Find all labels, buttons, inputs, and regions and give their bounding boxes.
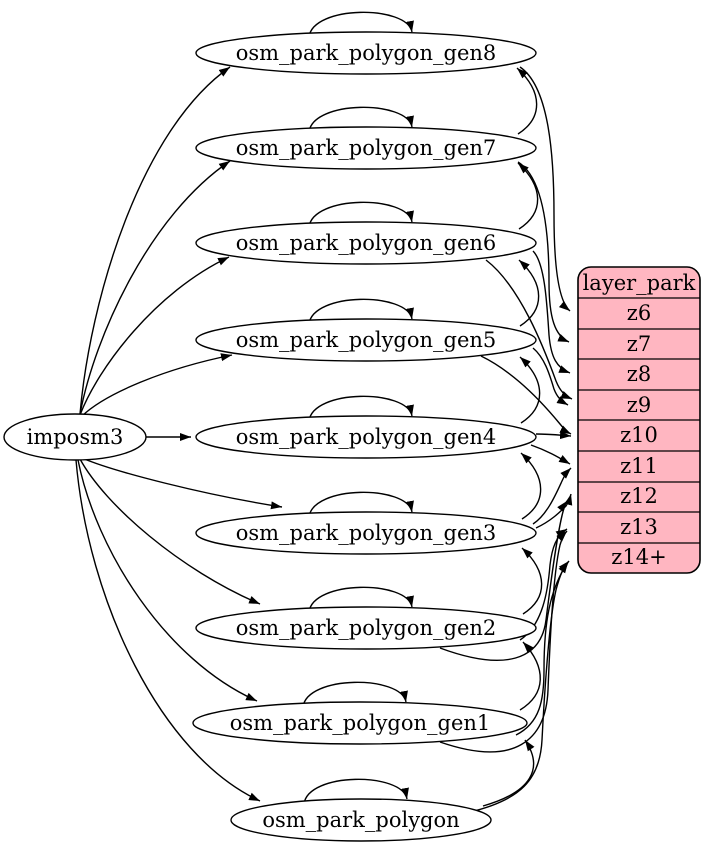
edge-imposm3-to-gen5: [81, 353, 233, 417]
edge-imposm3-to-gen2: [79, 458, 261, 605]
layer-row-z10: z10: [620, 423, 658, 447]
table-label: osm_park_polygon_gen7: [236, 136, 497, 160]
table-node-polygon: osm_park_polygon: [230, 798, 492, 842]
table-label: osm_park_polygon_gen4: [236, 425, 497, 449]
table-ellipse: [195, 318, 537, 362]
chain-gen4-to-gen5: [519, 356, 541, 424]
edge-gen4-to-z11: [530, 444, 571, 465]
table-label: osm_park_polygon_gen1: [230, 711, 491, 735]
table-ellipse: [195, 606, 537, 650]
layer-row-z11: z11: [620, 454, 658, 478]
table-label: osm_park_polygon_gen3: [236, 521, 497, 545]
chain-gen6-to-gen7: [517, 162, 539, 230]
table-label: osm_park_polygon: [262, 808, 459, 832]
self-loop-gen1: [302, 681, 408, 708]
layer-row-z7: z7: [627, 332, 651, 356]
table-label: osm_park_polygon_gen5: [236, 328, 497, 352]
self-loop-gen4: [308, 395, 414, 422]
self-loop-gen8: [308, 11, 414, 38]
self-loop-polygon: [303, 778, 409, 805]
edge-imposm3-to-gen3: [81, 457, 283, 510]
self-loop-gen6: [308, 201, 414, 228]
edge-gen4-to-z10: [535, 431, 572, 440]
edge-gen7-to-z7: [517, 161, 570, 343]
table-ellipse: [230, 798, 492, 842]
layer-row-z14: z14+: [611, 545, 666, 569]
table-label: osm_park_polygon_gen2: [236, 616, 497, 640]
edge-gen5-to-z9: [532, 347, 569, 406]
chain-polygon-to-gen1: [482, 739, 535, 807]
self-loop-gen3: [308, 491, 414, 518]
table-node-gen8: osm_park_polygon_gen8: [195, 31, 537, 75]
table-node-gen5: osm_park_polygon_gen5: [195, 318, 537, 362]
table-node-gen3: osm_park_polygon_gen3: [195, 511, 537, 555]
table-node-gen7: osm_park_polygon_gen7: [195, 126, 537, 170]
self-loop-gen2: [308, 586, 414, 613]
edge-imposm3-to-gen1: [77, 459, 258, 702]
chain-gen7-to-gen8: [516, 67, 538, 135]
edge-gen6-to-z9: [485, 259, 573, 400]
importer-node: imposm3: [3, 413, 147, 461]
edge-gen3-to-z11: [532, 467, 572, 525]
self-loop-gen7: [308, 106, 414, 133]
edge-imposm3-to-gen8: [79, 66, 231, 415]
table-ellipse: [195, 31, 537, 75]
table-ellipse: [195, 126, 537, 170]
edge-gen1-to-z13: [439, 530, 568, 753]
importer-ellipse: [3, 413, 147, 461]
edges-layer: [75, 11, 573, 813]
table-node-gen1: osm_park_polygon_gen1: [192, 701, 528, 745]
layer-title: layer_park: [583, 271, 696, 295]
layer-row-z12: z12: [620, 484, 658, 508]
table-node-gen4: osm_park_polygon_gen4: [195, 415, 537, 459]
layer-row-z6: z6: [627, 301, 651, 325]
table-ellipse: [192, 701, 528, 745]
chain-gen5-to-gen6: [518, 259, 540, 327]
table-label: osm_park_polygon_gen6: [236, 231, 497, 255]
self-loop-gen5: [308, 298, 414, 325]
table-node-gen2: osm_park_polygon_gen2: [195, 606, 537, 650]
table-ellipse: [195, 221, 537, 265]
table-ellipse: [195, 511, 537, 555]
layer-row-z9: z9: [627, 393, 651, 417]
edge-gen2-to-z12: [439, 500, 568, 661]
layer-row-z8: z8: [627, 362, 651, 386]
edge-gen8-to-z6: [519, 66, 571, 312]
table-node-gen6: osm_park_polygon_gen6: [195, 221, 537, 265]
layer-node: layer_park z6 z7 z8 z9 z10 z11 z12 z13 z…: [577, 266, 701, 574]
edge-imposm3-to-polygon: [75, 459, 261, 802]
table-label: osm_park_polygon_gen8: [236, 41, 497, 65]
chain-gen2-to-gen3: [521, 547, 543, 615]
table-ellipse: [195, 415, 537, 459]
chain-gen1-to-gen2: [519, 641, 541, 711]
chain-gen3-to-gen4: [520, 452, 542, 520]
edge-gen6-to-z8: [532, 250, 571, 374]
edge-imposm3-to-gen6: [79, 256, 230, 416]
layer-row-z13: z13: [620, 515, 658, 539]
edge-imposm3-to-gen7: [79, 160, 231, 415]
edge-gen1-to-z14: [515, 561, 569, 736]
importer-label: imposm3: [27, 425, 124, 449]
edge-polygon-to-z14: [469, 560, 570, 813]
